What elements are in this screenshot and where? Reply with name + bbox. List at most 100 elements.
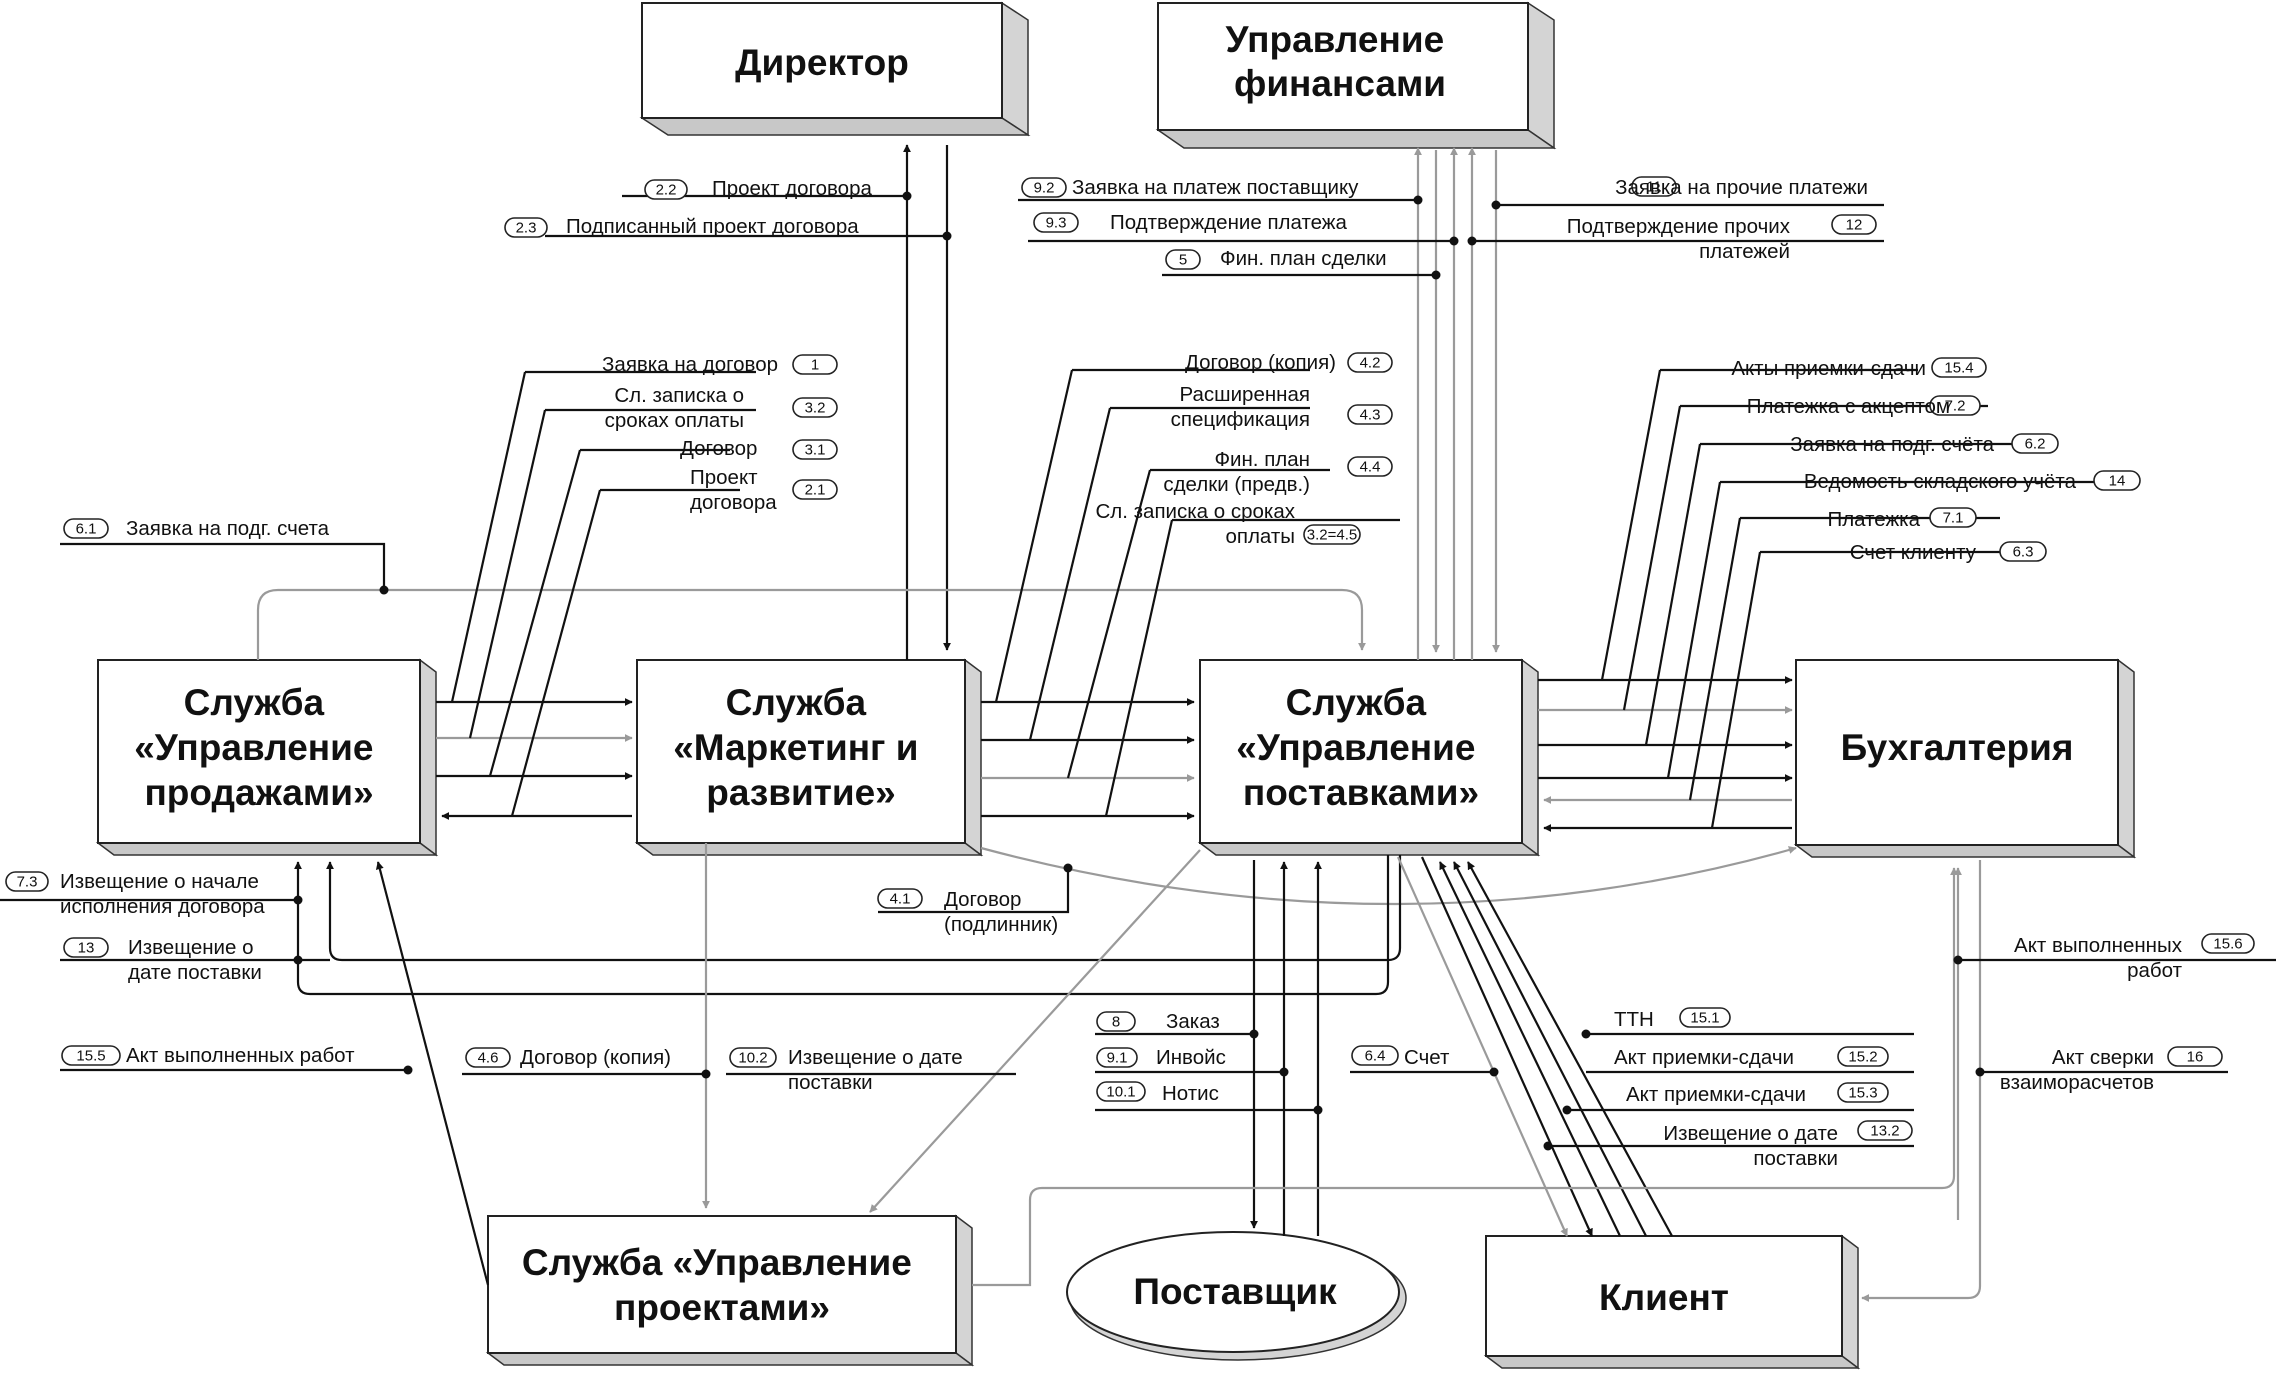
flow-number: 13 <box>78 940 95 957</box>
flow-number-badge: 4.4 <box>1347 456 1393 477</box>
flow-text: Платежка с акцептом <box>1747 395 1950 418</box>
flow-number: 9.1 <box>1107 1050 1128 1067</box>
flow-connectors <box>256 144 1982 1302</box>
flow-number-badge: 15.4 <box>1931 357 1987 378</box>
flow-number-badge: 4.2 <box>1347 352 1393 373</box>
entity-sales: Служба «Управление продажами» <box>95 658 439 857</box>
flow-number: 4.2 <box>1360 355 1381 372</box>
flow-number-badge: 15.3 <box>1837 1082 1889 1103</box>
flow-label: 4.1 Договор(подлинник) <box>877 888 1058 936</box>
flow-number: 4.3 <box>1360 407 1381 424</box>
flow-number-badge: 9.3 <box>1033 212 1079 233</box>
junction-dots <box>293 191 1985 1151</box>
flow-text: Платежка <box>1827 508 1920 531</box>
flow-number-badge: 7.2 <box>1929 395 1981 416</box>
flow-text: Проект договора <box>712 177 872 200</box>
flow-number: 6.1 <box>76 521 97 538</box>
entity-projects: Служба «Управление проектами» <box>485 1214 975 1367</box>
flow-text: Акты приемки-сдачи <box>1731 357 1926 380</box>
flow-number-badge: 4.3 <box>1347 404 1393 425</box>
director-title: Директор <box>735 42 909 83</box>
flow-number: 11 <box>1646 179 1662 196</box>
flow-number-badge: 16 <box>2167 1046 2223 1067</box>
flow-number-badge: 4.6 <box>465 1047 511 1068</box>
flow-number: 1 <box>811 357 819 374</box>
flow-number-badge: 13 <box>63 937 109 958</box>
flow-text: Заявка на подг. счёта <box>1790 433 1994 456</box>
flow-text: Инвойс <box>1156 1046 1226 1069</box>
flow-text: Заявка на подг. счета <box>126 517 330 540</box>
accounting-title: Бухгалтерия <box>1841 727 2074 768</box>
flow-number: 7.3 <box>17 874 38 891</box>
flow-number-badge: 2.3 <box>504 217 548 238</box>
flow-number-badge: 1 <box>792 354 838 375</box>
flow-text: Заявка на прочие платежи <box>1615 176 1868 199</box>
flow-label: 2.3 Подписанный проект договора <box>504 215 859 238</box>
projects-title: Служба «Управление проектами» <box>522 1242 922 1328</box>
flow-text: Ведомость складского учёта <box>1804 470 2077 493</box>
flow-text: Фин. план сделки <box>1220 247 1387 270</box>
finance-title: Управление финансами <box>1226 19 1455 104</box>
leader-lines <box>0 194 2276 1148</box>
flow-number-badge: 14 <box>2093 470 2141 491</box>
flow-labels: 2.2 Проект договора 2.3 Подписанный проект … <box>5 176 2255 1170</box>
flow-label: 1 Заявка на договор <box>602 353 838 376</box>
flow-text: Счет клиенту <box>1850 541 1977 564</box>
flow-label: 6.1 Заявка на подг. счета <box>63 517 330 540</box>
flow-label: 15.3 Акт приемки-сдачи <box>1626 1082 1889 1106</box>
flow-number: 13.2 <box>1870 1123 1899 1140</box>
supply-title: Служба «Управление поставками» <box>1236 682 1486 813</box>
flow-number-badge: 10.2 <box>729 1047 777 1068</box>
flow-text: Подписанный проект договора <box>566 215 859 238</box>
supplier-title: Поставщик <box>1133 1271 1337 1312</box>
flow-text: Акт выполненных работ <box>126 1044 355 1067</box>
flow-number: 12 <box>1846 217 1863 234</box>
flow-number: 15.1 <box>1690 1010 1719 1027</box>
flow-number: 3.2 <box>805 400 826 417</box>
entity-accounting: Бухгалтерия <box>1793 658 2137 859</box>
flow-text: Акт приемки-сдачи <box>1626 1083 1806 1106</box>
flow-number: 2.1 <box>805 482 826 499</box>
flow-label: 9.1 Инвойс <box>1096 1046 1226 1069</box>
flow-number: 6.3 <box>2013 544 2034 561</box>
flow-number: 15.3 <box>1848 1085 1877 1102</box>
flow-number-badge: 4.1 <box>877 888 923 909</box>
flow-number: 2.3 <box>516 220 537 237</box>
flow-text: Договор(подлинник) <box>944 888 1058 936</box>
flow-number: 4.6 <box>478 1050 499 1067</box>
flow-text: Заявка на договор <box>602 353 778 376</box>
flow-number: 15.2 <box>1848 1049 1877 1066</box>
flow-number: 2.2 <box>656 182 677 199</box>
flow-text: Акт приемки-сдачи <box>1614 1046 1794 1069</box>
flow-number-badge: 6.1 <box>63 518 109 539</box>
flow-label: 6.3 Счет клиенту <box>1850 541 2047 564</box>
flow-text: Заявка на платеж поставщику <box>1072 176 1359 199</box>
